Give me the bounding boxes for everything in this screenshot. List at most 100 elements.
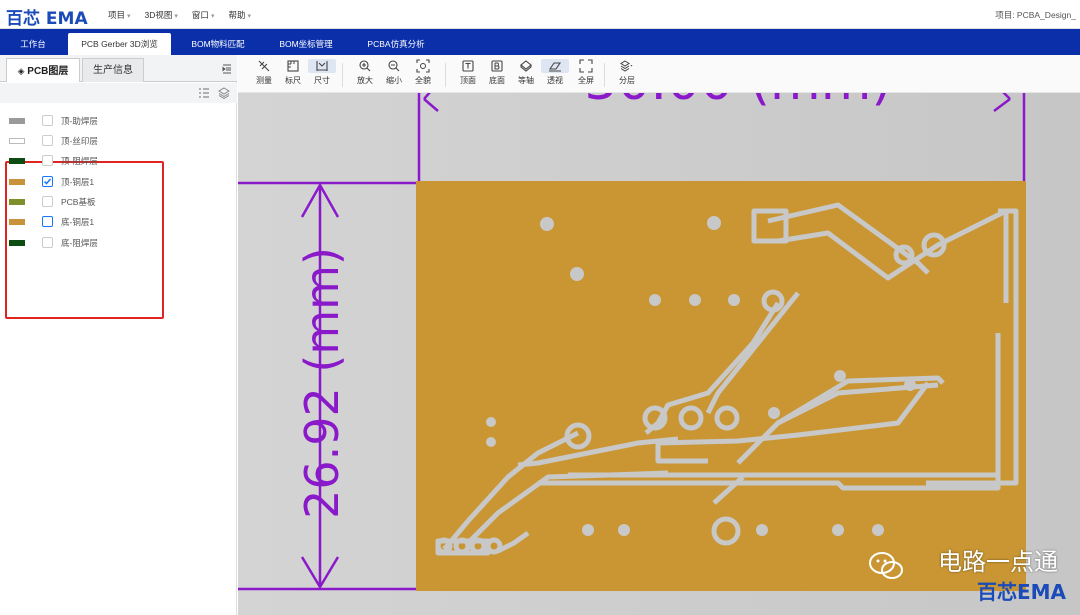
toolbar-button-label: 尺寸 <box>314 76 330 85</box>
toolbar-button-measure[interactable]: 测量 <box>250 59 278 91</box>
measure-icon <box>258 60 270 72</box>
watermark-text: 电路一点通 <box>938 548 1058 576</box>
ruler-icon <box>287 60 299 72</box>
menu-window-label: 窗口 <box>191 10 209 20</box>
chevron-down-icon: ▾ <box>127 13 131 20</box>
layer-row[interactable]: 顶-助焊层 <box>9 114 159 128</box>
toolbar-button-perspective[interactable]: 透视 <box>541 59 569 91</box>
wechat-icon <box>869 552 903 579</box>
chevron-down-icon: ▾ <box>210 13 215 20</box>
layer-color-swatch <box>9 138 25 144</box>
menu-3d-view[interactable]: 3D视图▾ <box>145 9 178 21</box>
layer-row[interactable]: 底-铜层1 <box>9 215 159 229</box>
toolbar-button-dimension[interactable]: 尺寸 <box>308 59 336 91</box>
menu-project-label: 项目 <box>108 10 126 20</box>
copper-traces <box>435 202 1019 556</box>
layer-row[interactable]: 顶-阻焊层 <box>9 154 159 168</box>
panel-tabs: ◈ PCB图层 生产信息 <box>0 55 237 82</box>
menu-window[interactable]: 窗口▾ <box>192 9 215 21</box>
tab-bom-match[interactable]: BOM物料匹配 <box>191 39 245 49</box>
dimension-width-label: 30.00 (mm) <box>584 93 891 112</box>
layers-icon <box>620 60 633 72</box>
layer-name: 顶-丝印层 <box>61 136 98 146</box>
toolbar-button-ruler[interactable]: 标尺 <box>279 59 307 91</box>
dimension-lines <box>238 93 1026 591</box>
layer-visibility-checkbox[interactable] <box>42 196 53 207</box>
toolbar-separator <box>445 63 446 87</box>
toolbar-button-zoom-in[interactable]: 放大 <box>351 59 379 91</box>
chevron-down-icon: ▾ <box>174 13 178 20</box>
tab-pcb-layers[interactable]: ◈ PCB图层 <box>6 58 80 82</box>
stack-layers-icon[interactable] <box>218 87 230 99</box>
toolbar-button-label: 缩小 <box>386 76 402 85</box>
view-toolbar: 测量标尺尺寸 放大 缩小全貌顶面 底面等轴透视全屏 分层 <box>238 55 1080 93</box>
toolbar-icon-box <box>483 59 511 73</box>
layer-visibility-checkbox[interactable] <box>42 237 53 248</box>
menu-project[interactable]: 项目▾ <box>108 9 131 21</box>
toolbar-button-fullscreen[interactable]: 全屏 <box>572 59 600 91</box>
toolbar-icon-box <box>409 59 437 73</box>
toolbar-button-label: 底面 <box>489 76 505 85</box>
toolbar-button-bottom-view[interactable]: 底面 <box>483 59 511 91</box>
layer-name: 底-铜层1 <box>61 217 95 227</box>
project-name: 项目: PCBA_Design_ <box>995 10 1076 20</box>
toolbar-separator <box>604 63 605 87</box>
list-view-icon[interactable] <box>198 87 210 99</box>
menu-help[interactable]: 帮助▾ <box>228 9 251 21</box>
layer-visibility-checkbox[interactable] <box>42 176 53 187</box>
perspective-icon <box>548 62 562 72</box>
layer-visibility-checkbox[interactable] <box>42 155 53 166</box>
layers-icon: ◈ <box>17 66 25 76</box>
layer-color-swatch <box>9 219 25 225</box>
pcb-3d-viewport[interactable]: 30.00 (mm) 26.92 (mm) <box>238 93 1080 615</box>
layer-row[interactable]: PCB基板 <box>9 195 159 209</box>
module-tab-bar: 工作台 PCB Gerber 3D浏览 BOM物料匹配 BOM坐标管理 PCBA… <box>0 29 1080 55</box>
toolbar-button-fit-view[interactable]: 全貌 <box>409 59 437 91</box>
layer-row[interactable]: 顶-铜层1 <box>9 175 159 189</box>
layer-name: 顶-阻焊层 <box>61 156 98 166</box>
layer-color-swatch <box>9 199 25 205</box>
toolbar-button-label: 分层 <box>619 76 635 85</box>
tab-production-info[interactable]: 生产信息 <box>82 58 144 82</box>
layer-row[interactable]: 顶-丝印层 <box>9 134 159 148</box>
toolbar-button-zoom-out[interactable]: 缩小 <box>380 59 408 91</box>
toolbar-button-top-view[interactable]: 顶面 <box>454 59 482 91</box>
highlight-box <box>5 161 164 319</box>
toolbar-separator <box>342 63 343 87</box>
layer-visibility-checkbox[interactable] <box>42 115 53 126</box>
toolbar-button-label: 放大 <box>357 76 373 85</box>
toolbar-icon-box <box>512 59 540 73</box>
toolbar-icon-box <box>613 59 641 73</box>
layer-visibility-checkbox[interactable] <box>42 216 53 227</box>
toolbar-icon-box <box>351 59 379 73</box>
layer-color-swatch <box>9 118 25 124</box>
tab-pcb-layers-label: PCB图层 <box>27 66 69 77</box>
layer-row[interactable]: 底-阻焊层 <box>9 236 159 250</box>
zoom-in-icon <box>359 60 371 72</box>
tab-bom-coordinate[interactable]: BOM坐标管理 <box>279 39 333 49</box>
toolbar-icon-box <box>572 59 600 73</box>
app-logo[interactable]: 百芯 EMA <box>6 9 88 29</box>
toolbar-button-layers[interactable]: 分层 <box>613 59 641 91</box>
layer-name: PCB基板 <box>61 197 96 207</box>
layer-name: 顶-铜层1 <box>61 177 95 187</box>
check-icon <box>43 178 52 185</box>
collapse-panel-icon[interactable] <box>221 63 233 75</box>
tab-pcb-gerber-3d[interactable]: PCB Gerber 3D浏览 <box>68 33 171 55</box>
menu-help-label: 帮助 <box>228 10 246 20</box>
toolbar-button-label: 顶面 <box>460 76 476 85</box>
toolbar-button-label: 测量 <box>256 76 272 85</box>
toolbar-button-isometric[interactable]: 等轴 <box>512 59 540 91</box>
dimension-height-label: 26.92 (mm) <box>295 247 349 519</box>
through-hole-pads <box>435 232 947 555</box>
layer-visibility-checkbox[interactable] <box>42 135 53 146</box>
toolbar-icon-box <box>380 59 408 73</box>
toolbar-button-label: 全屏 <box>578 76 594 85</box>
toolbar-icon-box <box>541 59 569 73</box>
zoom-out-icon <box>388 60 400 72</box>
menu-3d-view-label: 3D视图 <box>144 10 173 20</box>
tab-pcba-simulation[interactable]: PCBA仿真分析 <box>367 39 425 49</box>
layer-name: 顶-助焊层 <box>61 116 98 126</box>
tab-workbench[interactable]: 工作台 <box>20 39 46 49</box>
